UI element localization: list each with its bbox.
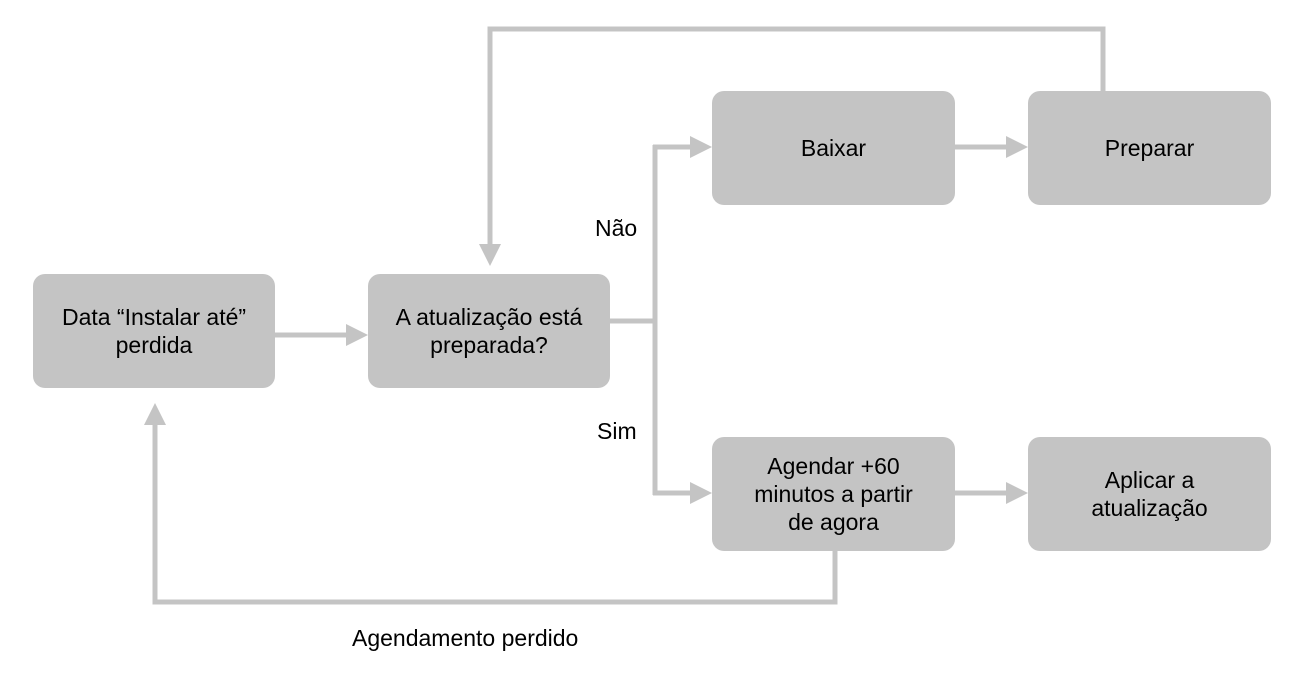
- arrowhead-to-schedule: [690, 482, 712, 504]
- node-update-prepared-text: A atualização está preparada?: [395, 304, 583, 358]
- node-apply: Aplicar a atualização: [1028, 437, 1271, 551]
- arrowhead-loop-to-deadline: [144, 403, 166, 425]
- node-apply-text: Aplicar a atualização: [1091, 467, 1208, 521]
- node-download: Baixar: [712, 91, 955, 205]
- arrowhead-loop-to-question: [479, 244, 501, 266]
- arrowhead-to-apply: [1006, 482, 1028, 504]
- arrowhead-to-download: [690, 136, 712, 158]
- node-deadline-missed-text: Data “Instalar até” perdida: [61, 304, 247, 358]
- connector-prepare-loop: [487, 26, 1106, 247]
- edge-label-schedule-missed: Agendamento perdido: [352, 625, 579, 651]
- node-schedule-text: Agendar +60 minutos a partir de agora: [754, 453, 913, 535]
- edge-label-yes: Sim: [597, 418, 637, 444]
- arrowhead-to-prepare: [1006, 136, 1028, 158]
- node-prepare-text: Preparar: [1104, 135, 1195, 161]
- connector-schedule-missed-loop: [152, 422, 838, 605]
- node-schedule: Agendar +60 minutos a partir de agora: [712, 437, 955, 551]
- edge-label-no: Não: [595, 215, 638, 241]
- arrowhead-to-question: [346, 324, 368, 346]
- node-download-text: Baixar: [800, 135, 867, 161]
- node-update-prepared: A atualização está preparada?: [368, 274, 610, 388]
- node-deadline-missed: Data “Instalar até” perdida: [33, 274, 275, 388]
- node-prepare: Preparar: [1028, 91, 1271, 205]
